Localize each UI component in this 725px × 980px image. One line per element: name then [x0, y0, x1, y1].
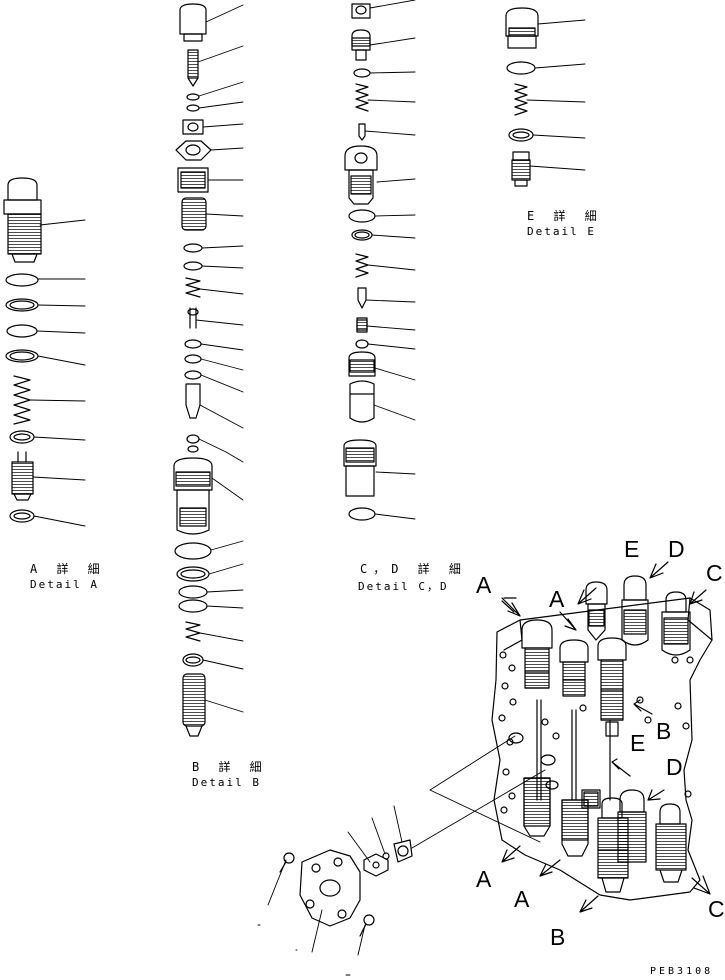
drawing-code: PEB3108 [650, 966, 714, 977]
detail-e-leaders [526, 19, 586, 171]
flange-leaders [257, 805, 403, 976]
valve-assembly [491, 575, 713, 901]
callout-b-1: B [656, 718, 672, 744]
callout-c-2: C [708, 896, 725, 922]
callout-b-2: B [550, 924, 566, 950]
detail-a-parts [3, 177, 42, 523]
detail-e-title-ja: E 詳 細 [527, 209, 603, 223]
detail-b-title-ja: B 詳 細 [192, 760, 268, 774]
callout-d-2: D [666, 754, 683, 780]
detail-a-title-ja: A 詳 細 [30, 562, 106, 576]
callout-a-4: A [514, 886, 530, 912]
detail-b-leaders [195, 4, 244, 713]
detail-cd-title-en: Detail C，D [358, 580, 449, 593]
callout-e-2: E [630, 730, 646, 756]
callout-a-3: A [476, 866, 492, 892]
detail-e-title-en: Detail E [527, 225, 596, 238]
callout-a-2: A [549, 586, 565, 612]
detail-a-leaders [29, 219, 86, 527]
detail-cd-parts [343, 3, 378, 521]
callout-e-1: E [624, 536, 640, 562]
detail-cd-leaders [364, 0, 416, 520]
callout-a-1: A [476, 572, 492, 598]
callout-d-1: D [668, 536, 685, 562]
callout-arrows [501, 561, 711, 913]
callout-c-1: C [706, 560, 723, 586]
detail-b-title-en: Detail B [192, 776, 261, 789]
detail-e-parts [505, 7, 539, 187]
detail-cd-title-ja: C，D 詳 細 [360, 562, 467, 576]
detail-a-title-en: Detail A [30, 578, 99, 591]
flange-cover [279, 735, 546, 937]
detail-b-parts [173, 3, 213, 737]
